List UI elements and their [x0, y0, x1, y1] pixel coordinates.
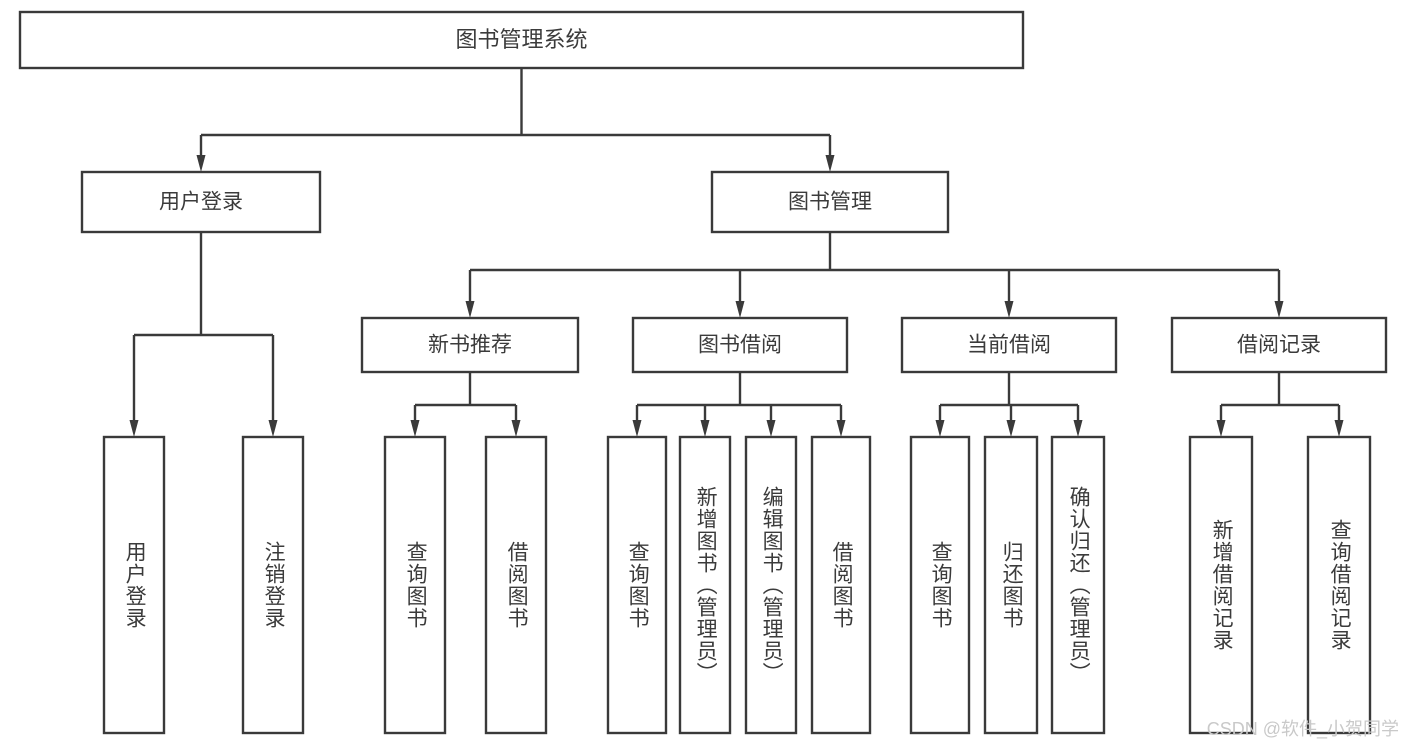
arrow-head-icon: [766, 420, 776, 437]
node-label-user-login: 用户登录: [159, 191, 243, 214]
connector-group-current-borrow: [935, 372, 1083, 437]
arrow-head-icon: [1073, 420, 1083, 437]
leaf-node-leaf-add-book[interactable]: [678, 435, 732, 735]
connector-group-new-book-recommend: [410, 372, 521, 437]
node-label-current-borrow: 当前借阅: [967, 334, 1051, 357]
leaf-node-leaf-edit-book[interactable]: [744, 435, 798, 735]
arrow-head-icon: [268, 420, 278, 437]
node-label-borrow-record: 借阅记录: [1237, 334, 1321, 357]
connector-group-root: [196, 68, 835, 172]
arrow-head-icon: [1004, 301, 1014, 318]
connector-group-book-manage: [465, 232, 1284, 318]
connector-group-book-borrow: [632, 372, 846, 437]
node-book-manage[interactable]: [710, 170, 950, 234]
leaf-node-leaf-confirm-return[interactable]: [1050, 435, 1106, 735]
leaf-node-leaf-query-book-borrow[interactable]: [606, 435, 668, 735]
arrow-head-icon: [700, 420, 710, 437]
leaf-node-leaf-query-record[interactable]: [1306, 435, 1372, 735]
arrow-head-icon: [410, 420, 420, 437]
node-current-borrow[interactable]: [900, 316, 1118, 374]
arrow-head-icon: [129, 420, 139, 437]
node-label-book-manage: 图书管理: [788, 191, 872, 214]
arrow-head-icon: [735, 301, 745, 318]
arrow-head-icon: [825, 155, 835, 172]
node-root[interactable]: [18, 10, 1025, 70]
node-borrow-record[interactable]: [1170, 316, 1388, 374]
arrow-head-icon: [1216, 420, 1226, 437]
connector-group-user-login: [129, 232, 278, 437]
node-label-book-borrow: 图书借阅: [698, 334, 782, 357]
arrow-head-icon: [1006, 420, 1016, 437]
arrow-head-icon: [196, 155, 206, 172]
leaf-node-leaf-query-book-current[interactable]: [909, 435, 971, 735]
arrow-head-icon: [836, 420, 846, 437]
node-box-layer: [18, 10, 1388, 735]
connector-layer: [129, 68, 1344, 437]
leaf-node-leaf-logout[interactable]: [241, 435, 305, 735]
leaf-node-leaf-borrow-book[interactable]: [810, 435, 872, 735]
arrow-head-icon: [465, 301, 475, 318]
connector-group-borrow-record: [1216, 372, 1344, 437]
arrow-head-icon: [1334, 420, 1344, 437]
arrow-head-icon: [632, 420, 642, 437]
node-book-borrow[interactable]: [631, 316, 849, 374]
leaf-node-leaf-add-record[interactable]: [1188, 435, 1254, 735]
arrow-head-icon: [935, 420, 945, 437]
leaf-node-leaf-user-login[interactable]: [102, 435, 166, 735]
arrow-head-icon: [511, 420, 521, 437]
leaf-node-leaf-query-book-recommend[interactable]: [383, 435, 447, 735]
node-label-new-book-recommend: 新书推荐: [428, 334, 512, 357]
leaf-node-leaf-borrow-book-recommend[interactable]: [484, 435, 548, 735]
node-user-login[interactable]: [80, 170, 322, 234]
leaf-node-leaf-return-book[interactable]: [983, 435, 1039, 735]
arrow-head-icon: [1274, 301, 1284, 318]
node-new-book-recommend[interactable]: [360, 316, 580, 374]
node-label-root: 图书管理系统: [455, 27, 587, 52]
